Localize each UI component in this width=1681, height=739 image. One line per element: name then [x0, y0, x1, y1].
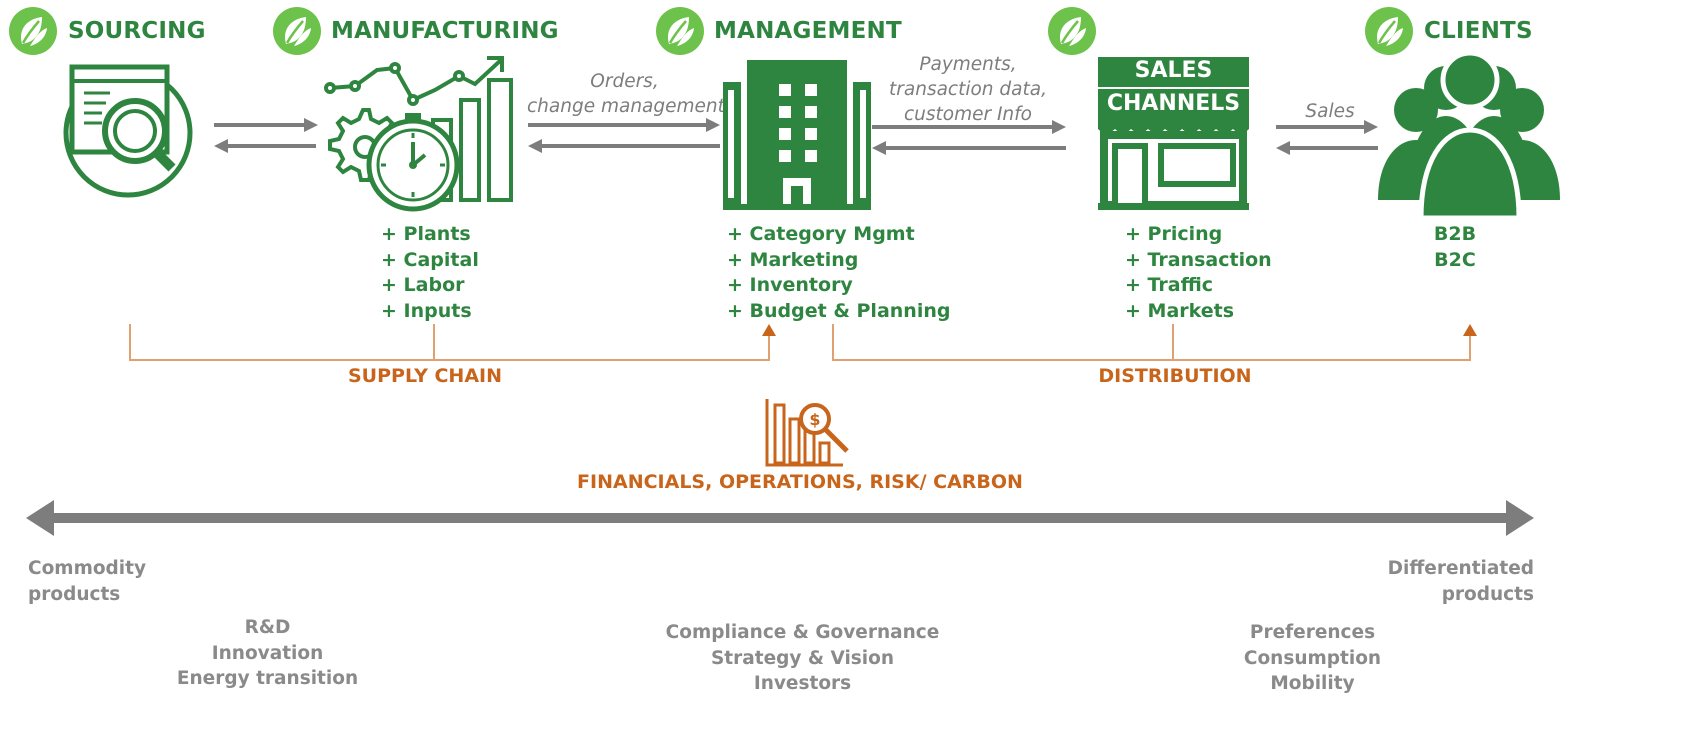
manufacturing-management-arrows: [528, 118, 720, 153]
spectrum-double-arrow: [26, 500, 1534, 536]
label-line: R&D: [244, 617, 291, 638]
distribution-label: DISTRIBUTION: [1098, 365, 1252, 387]
list-item: + Category Mgmt: [727, 223, 915, 245]
list-item: + Labor: [381, 274, 465, 296]
list-item: B2C: [1434, 248, 1476, 271]
label-line: Differentiated: [1387, 558, 1534, 579]
sales-sign-line2: CHANNELS: [1106, 91, 1241, 116]
flow-label-sales: Sales: [1305, 101, 1355, 122]
flow-label-orders: Orders, change management: [527, 69, 725, 119]
clients-items: B2B B2C: [1420, 222, 1490, 273]
manufacturing-items: + Plants + Capital + Labor + Inputs: [381, 222, 479, 324]
label-line: Compliance & Governance: [665, 622, 940, 643]
manufacturing-icon: [324, 56, 513, 212]
list-item: + Plants: [381, 223, 471, 245]
sourcing-search-icon: [63, 64, 193, 198]
list-item: + Inputs: [381, 299, 472, 322]
list-item: + Transaction: [1125, 248, 1272, 271]
label-line: products: [28, 583, 121, 605]
label-line: Innovation: [211, 642, 324, 664]
sourcing-title: SOURCING: [68, 18, 206, 44]
management-sales-arrows: [872, 120, 1066, 155]
management-title: MANAGEMENT: [714, 18, 902, 44]
financial-analysis-icon: $: [765, 399, 849, 467]
supply-chain-bracket: [129, 324, 776, 361]
financials-label: FINANCIALS, OPERATIONS, RISK/ CARBON: [577, 471, 1023, 493]
leaf-logo-icon: [656, 7, 704, 55]
clients-title: CLIENTS: [1424, 18, 1533, 44]
label-line: Investors: [753, 673, 852, 694]
manufacturing-title: MANUFACTURING: [331, 18, 559, 44]
flow-label-line: change management: [527, 96, 725, 117]
spectrum-left-label: Commodity products: [28, 556, 146, 607]
label-line: Strategy & Vision: [710, 647, 895, 669]
sales-sign-line1: SALES: [1134, 58, 1213, 83]
list-item: + Capital: [381, 248, 479, 271]
flow-label-line: customer Info: [903, 104, 1032, 125]
flow-label-line: Orders,: [590, 71, 659, 92]
flow-label-line: transaction data,: [889, 79, 1047, 100]
sales-channels-icon: SALES CHANNELS: [1098, 57, 1249, 210]
leaf-logo-icon: [9, 7, 57, 55]
label-line: Energy transition: [176, 668, 359, 689]
building-icon: [723, 60, 871, 210]
clients-group-icon: [1378, 50, 1560, 221]
supply-chain-label: SUPPLY CHAIN: [347, 365, 502, 387]
management-items: + Category Mgmt + Marketing + Inventory …: [727, 222, 950, 324]
drivers-left: R&D Innovation Energy transition: [155, 615, 380, 692]
flow-label-line: Payments,: [919, 54, 1017, 75]
spectrum-right-label: Differentiated products: [1330, 556, 1534, 607]
distribution-bracket: [832, 324, 1477, 361]
list-item: + Marketing: [727, 248, 859, 271]
list-item: + Pricing: [1125, 223, 1223, 245]
sales-channels-items: + Pricing + Transaction + Traffic + Mark…: [1125, 222, 1272, 324]
label-line: Commodity: [28, 558, 147, 579]
leaf-logo-icon: [273, 7, 321, 55]
svg-text:$: $: [809, 410, 820, 429]
label-line: Mobility: [1270, 673, 1355, 694]
sales-clients-arrows: [1276, 120, 1378, 155]
list-item: + Markets: [1125, 299, 1235, 322]
flow-label-payments: Payments, transaction data, customer Inf…: [868, 52, 1068, 127]
leaf-logo-icon: [1365, 7, 1413, 55]
label-line: Consumption: [1243, 647, 1382, 669]
label-line: Preferences: [1249, 622, 1376, 643]
list-item: + Traffic: [1125, 274, 1214, 296]
list-item: B2B: [1433, 223, 1477, 245]
leaf-logo-icon: [1048, 7, 1096, 55]
sourcing-manufacturing-arrows: [214, 118, 318, 153]
list-item: + Budget & Planning: [727, 299, 951, 322]
list-item: + Inventory: [727, 274, 853, 296]
label-line: products: [1441, 583, 1534, 605]
drivers-center: Compliance & Governance Strategy & Visio…: [660, 620, 945, 697]
drivers-right: Preferences Consumption Mobility: [1220, 620, 1405, 697]
